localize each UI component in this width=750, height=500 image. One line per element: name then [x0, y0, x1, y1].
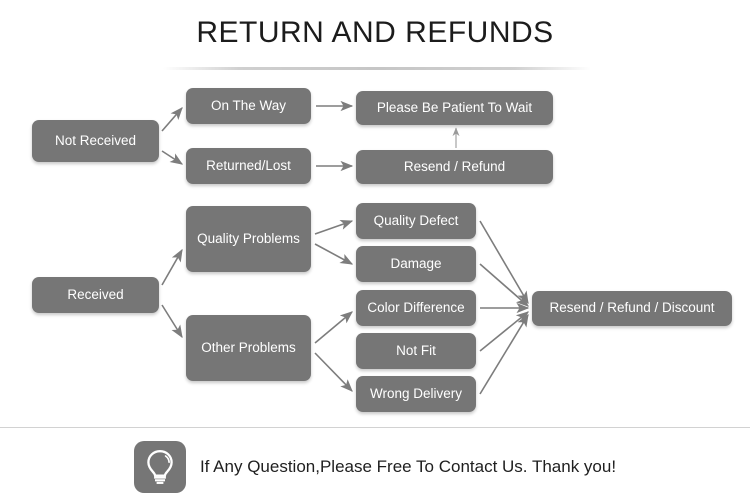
- node-received[interactable]: Received: [32, 277, 159, 313]
- node-damage[interactable]: Damage: [356, 246, 476, 282]
- edge-quality-defect-to-final: [479, 220, 529, 305]
- footer-contact-bar: If Any Question,Please Free To Contact U…: [0, 434, 750, 500]
- node-quality-problems[interactable]: Quality Problems: [186, 206, 311, 272]
- node-color-difference[interactable]: Color Difference: [356, 290, 476, 326]
- node-wrong-delivery[interactable]: Wrong Delivery: [356, 376, 476, 412]
- lightbulb-icon: [133, 441, 186, 493]
- node-not-fit[interactable]: Not Fit: [356, 333, 476, 369]
- node-returned-lost[interactable]: Returned/Lost: [186, 148, 311, 184]
- node-resend-refund[interactable]: Resend / Refund: [356, 150, 553, 184]
- edge-quality-problems-to-damage: [314, 243, 354, 265]
- node-other-problems[interactable]: Other Problems: [186, 315, 311, 381]
- node-resend-refund-discount[interactable]: Resend / Refund / Discount: [532, 291, 732, 326]
- edge-other-problems-to-wrong-delivery: [314, 352, 353, 392]
- edge-not-received-to-returned-lost: [161, 150, 184, 165]
- edge-not-received-to-on-the-way: [161, 107, 183, 132]
- edge-wrong-delivery-to-final: [479, 313, 529, 395]
- footer-contact-text: If Any Question,Please Free To Contact U…: [199, 457, 617, 476]
- node-please-be-patient-to-wait[interactable]: Please Be Patient To Wait: [356, 91, 553, 125]
- edge-quality-problems-to-quality-defect: [314, 219, 354, 235]
- edge-received-to-quality-problems: [161, 248, 183, 286]
- footer-divider: [0, 427, 750, 428]
- title-divider: [163, 67, 591, 70]
- edge-other-problems-to-color-difference: [314, 311, 353, 344]
- page-title: RETURN AND REFUNDS: [196, 16, 554, 49]
- node-on-the-way[interactable]: On The Way: [186, 88, 311, 124]
- edge-received-to-other-problems: [161, 304, 183, 339]
- node-not-received[interactable]: Not Received: [32, 120, 159, 162]
- node-quality-defect[interactable]: Quality Defect: [356, 203, 476, 239]
- edge-damage-to-final: [479, 263, 529, 307]
- edge-not-fit-to-final: [479, 311, 529, 352]
